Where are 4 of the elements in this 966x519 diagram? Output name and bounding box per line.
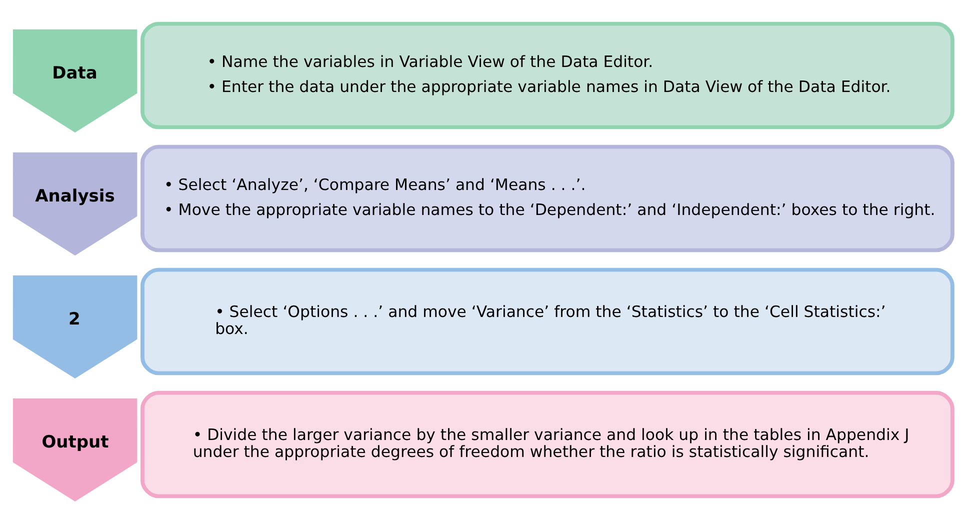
node-box: • Divide the larger variance by the smaller variance and look up in the tables in Appendix J under the appropriate degrees of freedom whether the ratio is statistically significant. (140, 390, 954, 498)
node-box: • Select ‘Options . . .’ and move ‘Variance’ from the ‘Statistics’ to the ‘Cell Statistics:’ box. (140, 267, 954, 375)
node-box: • Select ‘Analyze’, ‘Compare Means’ and ‘Means . . .’. • Move the appropriate variable names to the ‘Dependent:’ and ‘Independent:’ boxes to the right. (140, 144, 954, 252)
node-box: • Name the variables in Variable View of the Data Editor. • Enter the data under the appropriate variable names in Data View of the Data Editor. (140, 21, 954, 129)
